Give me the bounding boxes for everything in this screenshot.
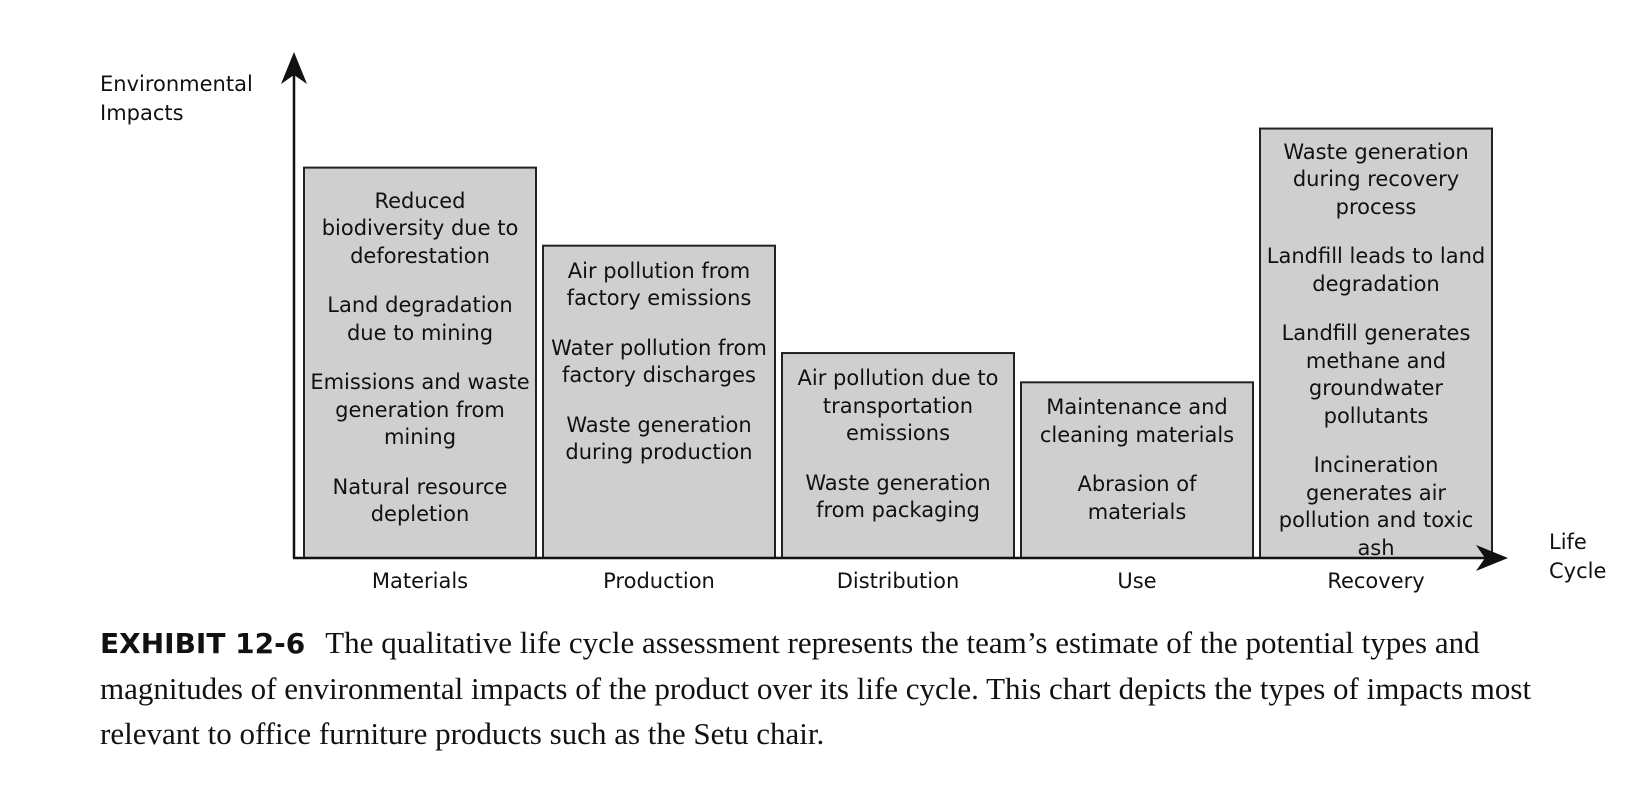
caption-text: The qualitative life cycle assessment re… [100,625,1532,751]
y-axis-label-line-2: Impacts [100,101,184,125]
impact-item: Landfill generates methane and groundwat… [1281,321,1471,428]
impact-item: Landfill leads to land degradation [1266,244,1486,296]
bar-text-distribution: Air pollution due to transportation emis… [782,365,1014,525]
y-axis-label: Environmental Impacts [100,70,253,128]
category-label-recovery: Recovery [1327,569,1425,593]
bars-group [303,127,1493,560]
y-axis-label-line-1: Environmental [100,72,253,96]
impact-item: Water pollution from factory discharges [551,335,767,388]
bar-materials [303,166,537,559]
impact-item: Waste generation during recovery process [1283,139,1469,219]
x-axis-arrow [1476,545,1508,571]
category-label-use: Use [1117,569,1157,593]
impact-item: Natural resource depletion [332,474,508,527]
x-axis-label-line-1: Life [1549,530,1587,554]
impact-item: Air pollution from factory emissions [566,258,752,311]
impact-item: Incineration generates air pollution and… [1278,453,1474,560]
life-cycle-chart [281,52,1508,571]
bar-use [1020,381,1254,559]
bar-distribution [781,352,1015,560]
bar-text-recovery: Waste generation during recovery process… [1260,139,1492,563]
bar-production [542,244,776,559]
category-label-production: Production [603,569,715,593]
impact-item: Land degradation due to mining [327,293,513,345]
y-axis-arrow [281,52,307,84]
exhibit-label: EXHIBIT 12-6 [100,627,306,660]
bar-text-materials: Reduced biodiversity due to deforestatio… [304,188,536,529]
impact-item: Waste generation during production [565,412,753,465]
x-axis-label-line-2: Cycle [1549,559,1607,583]
impact-item: Reduced biodiversity due to deforestatio… [321,188,519,268]
bar-recovery [1259,127,1493,559]
impact-item: Maintenance and cleaning materials [1039,395,1235,447]
impact-item: Emissions and waste generation from mini… [310,370,530,450]
x-axis-label: Life Cycle [1549,528,1606,586]
impact-item: Waste generation from packaging [805,470,991,523]
category-label-distribution: Distribution [836,569,960,593]
category-label-materials: Materials [371,569,469,593]
impact-item: Air pollution due to transportation emis… [797,366,999,446]
impact-item: Abrasion of materials [1077,472,1197,524]
